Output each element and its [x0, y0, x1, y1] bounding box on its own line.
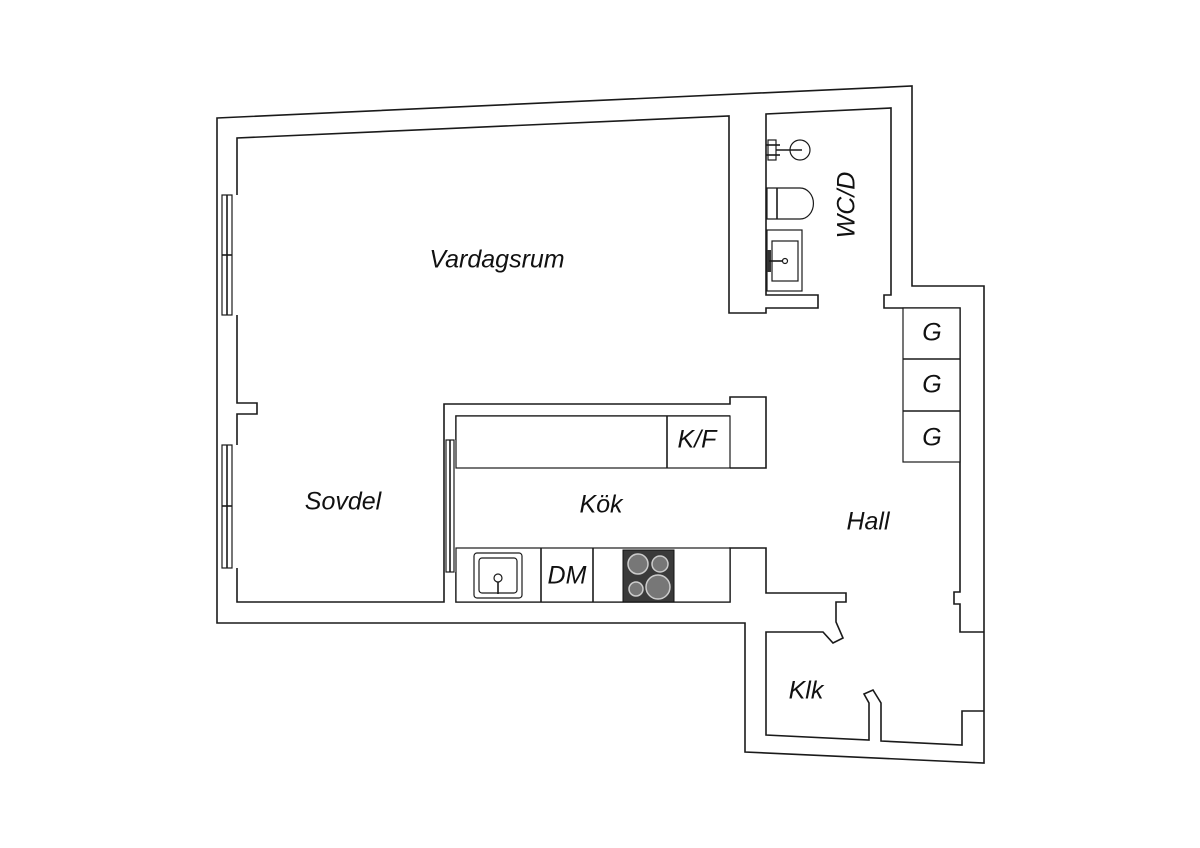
room-label-closet: Klk — [789, 677, 825, 705]
window-left-upper — [221, 194, 233, 316]
washbasin-icon — [766, 229, 803, 292]
room-label-bathroom: WC/D — [833, 172, 861, 239]
inner-wall-living — [236, 107, 984, 633]
dishwasher-label: DM — [548, 562, 587, 590]
fridge-label: K/F — [678, 426, 719, 454]
outer-wall — [216, 85, 985, 764]
room-label-living: Vardagsrum — [429, 246, 564, 274]
upper-counter — [455, 415, 731, 469]
window-kitchen — [445, 439, 455, 573]
inner-wall-left — [236, 315, 767, 603]
sink-icon — [473, 552, 523, 599]
room-label-sleeping: Sovdel — [305, 488, 383, 516]
window-left-lower — [221, 444, 233, 569]
wardrobe-label: G — [922, 424, 941, 452]
stove-icon — [622, 549, 675, 603]
toilet-icon — [766, 187, 814, 220]
room-label-kitchen: Kök — [579, 491, 624, 519]
wardrobe-label: G — [922, 319, 941, 347]
wardrobes — [902, 307, 961, 463]
room-label-hall: Hall — [846, 508, 891, 536]
shower-icon — [766, 139, 811, 161]
wardrobe-label: G — [922, 371, 941, 399]
